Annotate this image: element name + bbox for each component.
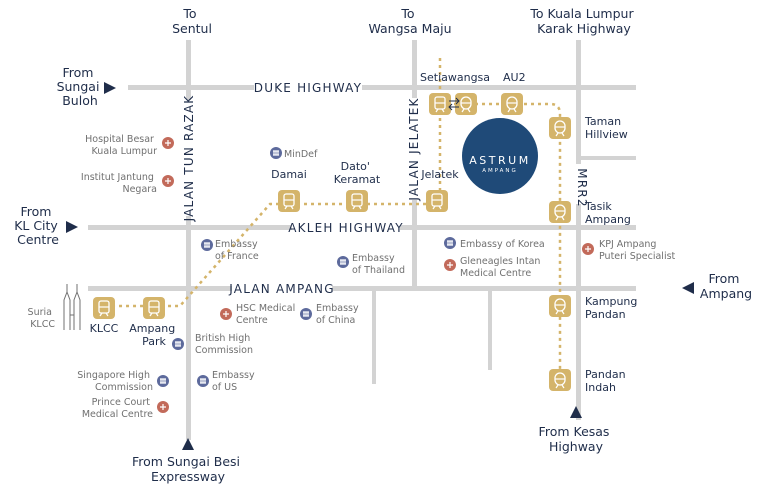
station-icon-taman-hillview[interactable] [549,117,571,139]
interchange-icon [448,97,460,111]
station-label-taman-hillview: Taman Hillview [584,115,628,141]
station-icon-damai[interactable] [278,190,300,212]
landmark-label-embassy-korea: Embassy of Korea [460,239,545,250]
arrow-right-icon [104,82,116,94]
hospital-icon-hospital-besar[interactable] [162,137,174,149]
landmark-label-hsc: HSC Medical Centre [236,303,298,326]
station-label-jelatek: Jelatek [420,168,459,181]
landmark-label-singapore-high: Singapore High Commission [77,370,153,393]
embassy-icon-embassy-korea[interactable] [444,237,456,249]
direction-from-kesas: From Kesas Highway [539,424,614,454]
landmark-label-gleneagles: Gleneagles Intan Medical Centre [460,256,543,279]
direction-to-sentul: To Sentul [172,6,212,36]
road-label-mrr2: MRR2 [575,168,589,207]
station-icon-au2-transfer[interactable] [455,93,477,115]
road-label-duke-highway: DUKE HIGHWAY [254,81,362,95]
embassy-icon-british-high[interactable] [172,338,184,350]
landmark-label-british-high: British High Commission [195,333,253,356]
landmark-label-embassy-thailand: Embassy of Thailand [352,253,405,276]
station-icon-dato-keramat[interactable] [346,190,368,212]
station-icon-setiawangsa[interactable] [429,93,451,115]
brand-sub: AMPANG [482,168,518,174]
hospital-icon-prince-court[interactable] [157,401,169,413]
station-label-au2: AU2 [503,71,526,84]
jalan-tun-razak-road [186,40,191,440]
road-label-jalan-jelatek: JALAN JELATEK [407,97,421,201]
station-label-setiawangsa: Setiawangsa [420,71,490,84]
station-icon-kampung-pandan[interactable] [549,295,571,317]
embassy-icon-singapore-high[interactable] [157,375,169,387]
arrow-right-icon [66,221,78,233]
arrow-up-icon [182,438,194,450]
landmark-label-hospital-besar: Hospital Besar Kuala Lumpur [85,134,157,157]
minor-road-2 [372,288,376,384]
road-label-akleh-highway: AKLEH HIGHWAY [288,221,404,235]
station-icon-tasik-ampang[interactable] [549,201,571,223]
landmark-label-prince-court: Prince Court Medical Centre [82,397,153,420]
landmark-label-suria-klcc: Suria KLCC [28,307,56,330]
direction-from-ampang: From Ampang [700,271,752,301]
embassy-icon-embassy-china[interactable] [300,308,312,320]
arrow-left-icon [682,282,694,294]
landmark-label-institut-jantung: Institut Jantung Negara [81,172,157,195]
jalan-ampang-road [88,286,636,291]
direction-from-sungai-besi: From Sungai Besi Expressway [132,454,244,484]
station-icon-ampang-park[interactable] [143,297,165,319]
embassy-icon-embassy-us[interactable] [197,375,209,387]
landmark-label-embassy-france: Embassy of France [215,239,261,262]
landmark-label-embassy-china: Embassy of China [316,303,362,326]
embassy-icon-mindef[interactable] [270,147,282,159]
minor-road-3 [488,288,492,370]
direction-to-kl-karak: To Kuala Lumpur Karak Highway [529,6,637,36]
direction-from-sungai-buloh: From Sungai Buloh [57,65,104,108]
minor-road-1 [576,156,636,160]
duke-highway-road [128,85,636,90]
station-icon-jelatek[interactable] [426,190,448,212]
landmark-label-embassy-us: Embassy of US [212,370,258,393]
embassy-icon-embassy-thailand[interactable] [337,256,349,268]
station-label-dato-keramat: Dato' Keramat [334,160,381,186]
mrr2-road [576,40,581,420]
direction-to-wangsa-maju: To Wangsa Maju [368,6,451,36]
station-label-tasik-ampang: Tasik Ampang [584,200,631,226]
station-icon-au2[interactable] [501,93,523,115]
road-label-jalan-ampang: JALAN AMPANG [228,282,334,296]
station-label-klcc: KLCC [90,322,119,335]
landmarks [157,137,594,413]
station-label-pandan-indah: Pandan Indah [585,368,629,394]
landmark-label-kpj: KPJ Ampang Puteri Specialist [599,239,676,262]
road-label-jalan-tun-razak: JALAN TUN RAZAK [182,95,196,223]
petronas-towers-icon [63,284,81,330]
arrow-up-icon [570,406,582,418]
hospital-icon-hsc[interactable] [220,308,232,320]
embassy-icon-embassy-france[interactable] [201,239,213,251]
hospital-icon-gleneagles[interactable] [444,259,456,271]
astrum-ampang-marker[interactable]: ASTRUM AMPANG [462,118,538,194]
station-icon-klcc[interactable] [93,297,115,319]
direction-from-kl-city-centre: From KL City Centre [14,204,62,247]
station-label-damai: Damai [271,168,307,181]
landmark-label-mindef: MinDef [284,149,318,160]
hospital-icon-institut-jantung[interactable] [162,175,174,187]
station-icon-pandan-indah[interactable] [549,369,571,391]
station-label-ampang-park: Ampang Park [129,322,178,348]
brand-name: ASTRUM [469,154,530,167]
stations [93,93,571,391]
hospital-icon-kpj[interactable] [582,243,594,255]
station-label-kampung-pandan: Kampung Pandan [585,295,641,321]
